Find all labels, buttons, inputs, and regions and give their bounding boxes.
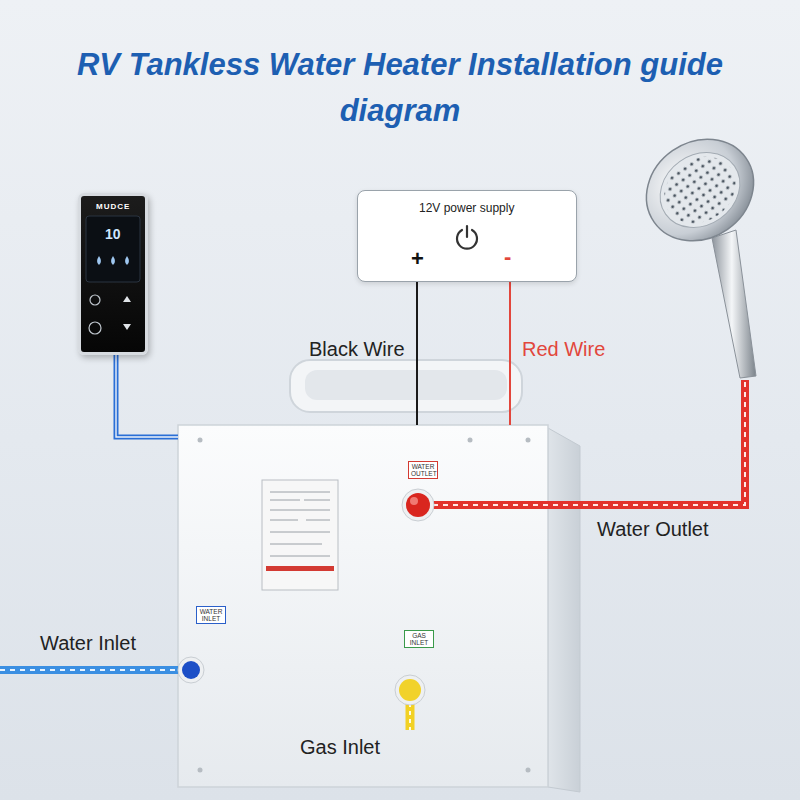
signal-wire xyxy=(116,355,178,437)
svg-line xyxy=(270,500,300,501)
outlet-ring xyxy=(402,489,434,521)
down-button xyxy=(123,324,131,330)
svg-circle xyxy=(526,438,531,443)
inlet-tag: WATER INLET xyxy=(196,606,226,624)
svg-circle xyxy=(468,438,473,443)
power-button xyxy=(90,295,100,305)
spec-sticker xyxy=(262,480,338,590)
outlet-tag: WATER OUTLET xyxy=(408,461,438,479)
wire-inner xyxy=(116,355,178,437)
heater-side xyxy=(548,428,580,792)
svg-ellipse xyxy=(646,137,755,243)
water-heater-unit: WATER OUTLET WATER INLET GAS INLET xyxy=(178,425,548,787)
black-wire-label: Black Wire xyxy=(309,338,405,361)
power-icon xyxy=(453,223,481,251)
power-supply-label: 12V power supply xyxy=(419,201,514,215)
heater-body xyxy=(178,425,548,787)
inlet-label: Water Inlet xyxy=(40,632,136,655)
status-icon xyxy=(125,256,129,265)
sticker-lines xyxy=(270,492,330,556)
screws xyxy=(198,438,531,773)
svg-line xyxy=(270,492,330,493)
controller-panel: MUDCE 10 xyxy=(78,193,148,355)
brand-text: MUDCE xyxy=(96,202,130,211)
inlet-fitting xyxy=(182,661,200,679)
svg-line xyxy=(270,544,322,545)
hot-water-flow xyxy=(433,380,745,505)
svg-line xyxy=(270,556,330,557)
red-wire xyxy=(510,282,511,425)
svg-circle xyxy=(198,438,203,443)
gas-pipe xyxy=(406,703,415,730)
positive-terminal: + xyxy=(411,246,424,272)
mode-button xyxy=(89,322,101,334)
heater-handle xyxy=(290,360,522,412)
red-wire-label: Red Wire xyxy=(522,338,605,361)
handle-recess xyxy=(305,370,507,400)
black-wire xyxy=(417,282,418,425)
svg-line xyxy=(306,520,330,521)
shower-handle xyxy=(712,230,756,378)
cold-water-pipe xyxy=(0,666,180,674)
gas-tag: GAS INLET xyxy=(404,630,434,648)
gas-label: Gas Inlet xyxy=(300,736,380,759)
negative-terminal: - xyxy=(504,244,511,270)
svg-line xyxy=(270,532,330,533)
wire-line xyxy=(509,282,511,425)
outlet-fitting xyxy=(406,493,430,517)
shower-head xyxy=(627,119,774,262)
display-window xyxy=(86,216,140,282)
outlet-label: Water Outlet xyxy=(597,518,709,541)
svg-line xyxy=(270,520,298,521)
wire-line xyxy=(416,282,418,425)
display-reading: 10 xyxy=(105,226,121,242)
gas-ring xyxy=(395,675,425,705)
svg-ellipse xyxy=(651,143,749,237)
cold-water-flow xyxy=(0,669,180,671)
gas-fitting xyxy=(399,679,421,701)
diagram-title: RV Tankless Water Heater Installation gu… xyxy=(40,42,760,134)
up-button xyxy=(123,296,131,302)
outlet-shine xyxy=(410,497,418,505)
status-icon xyxy=(97,256,101,265)
svg-ellipse xyxy=(627,119,774,262)
hot-water-pipe xyxy=(433,380,745,505)
controller-screen xyxy=(81,196,145,352)
status-icon xyxy=(111,256,115,265)
svg-circle xyxy=(526,768,531,773)
inlet-ring xyxy=(178,657,204,683)
power-supply-box: 12V power supply + - xyxy=(357,190,577,282)
svg-line xyxy=(270,510,330,511)
power-stem xyxy=(466,226,468,237)
gas-flow xyxy=(409,703,411,730)
wire-outer xyxy=(116,355,178,437)
svg-line xyxy=(304,500,330,501)
svg-circle xyxy=(198,768,203,773)
sticker-stripe xyxy=(266,566,334,571)
